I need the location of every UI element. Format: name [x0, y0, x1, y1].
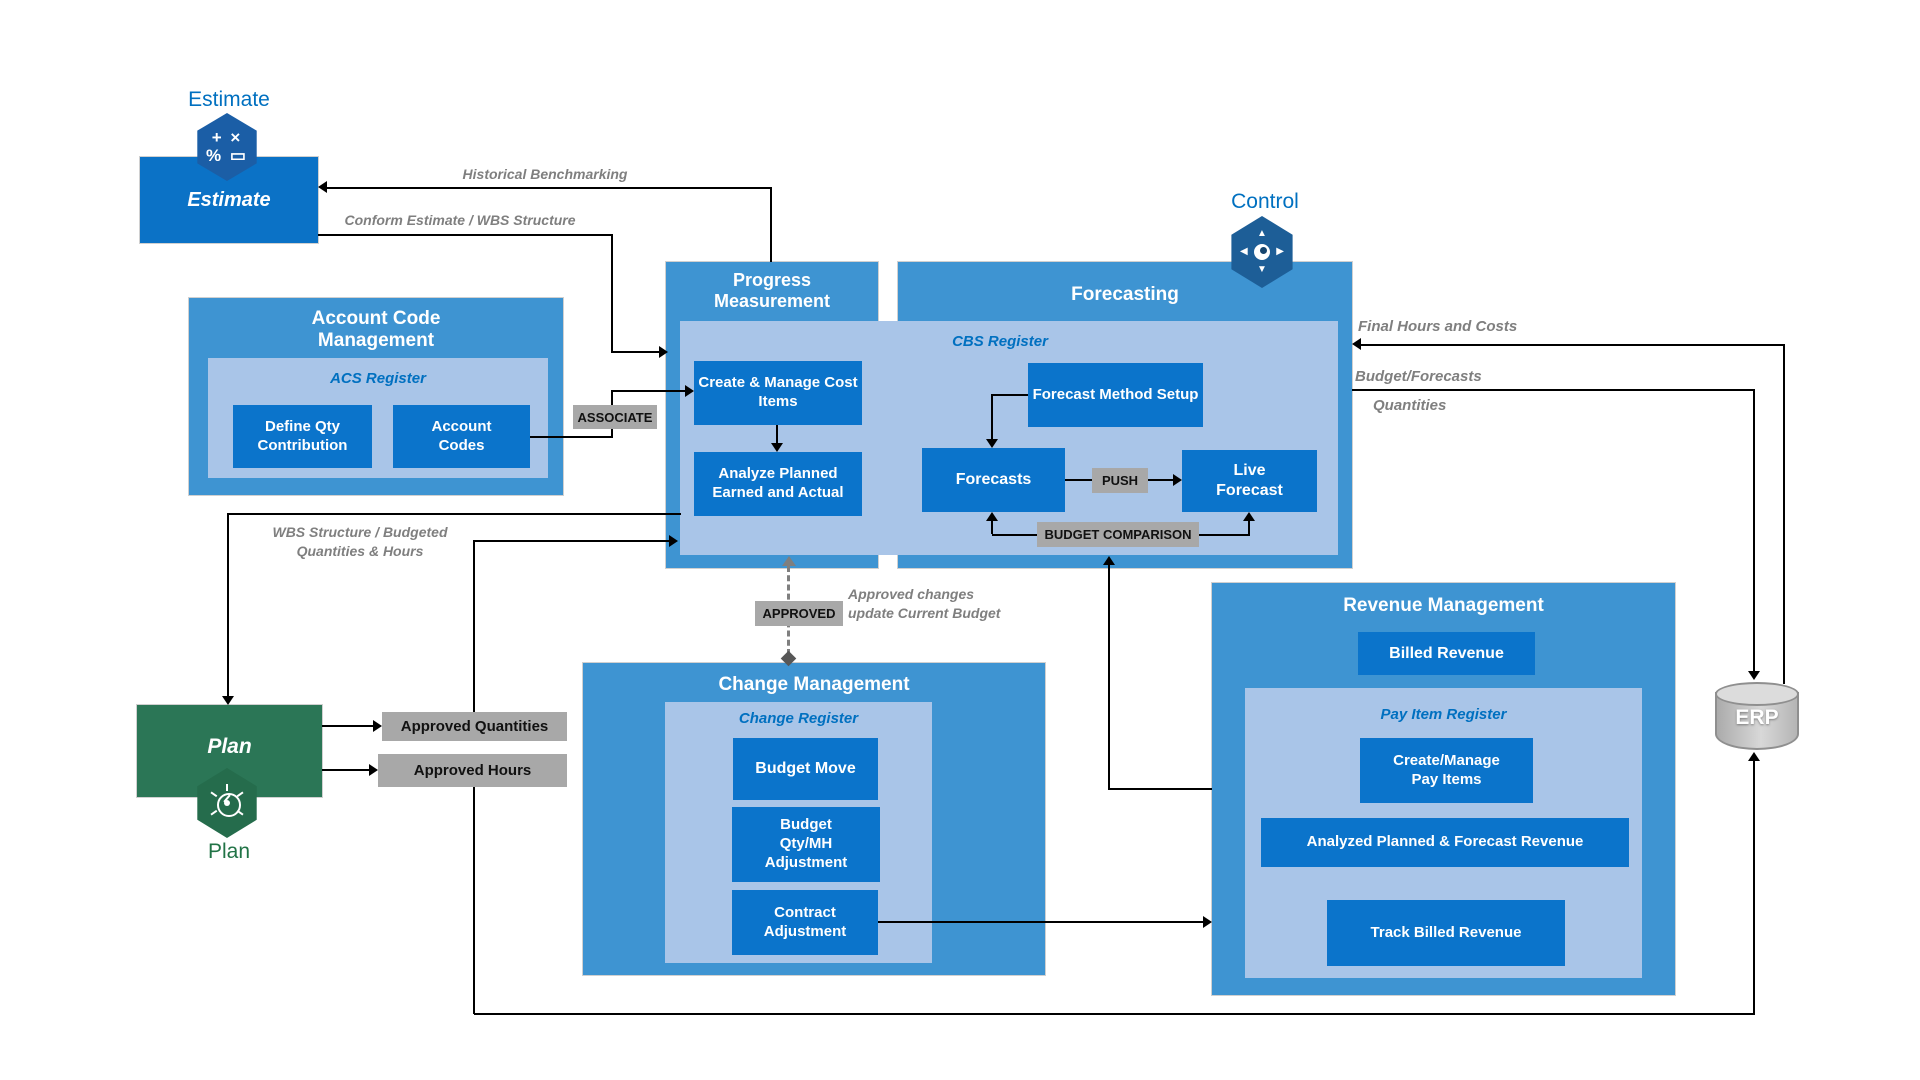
forecasts-box: Forecasts	[922, 448, 1065, 512]
contract-adjustment-box: Contract Adjustment	[732, 890, 878, 955]
conform-estimate-label: Conform Estimate / WBS Structure	[344, 212, 576, 228]
budget-comparison-tag: BUDGET COMPARISON	[1037, 522, 1199, 547]
arrowhead-wbs-plan	[222, 696, 234, 705]
connector-fms-h	[993, 394, 1028, 396]
connector-aq-h	[473, 540, 669, 542]
push-tag: PUSH	[1092, 468, 1148, 493]
change-management-title: Change Management	[718, 674, 910, 695]
account-code-management-title: Account Code Management	[311, 308, 441, 351]
connector-associate-h1	[530, 436, 613, 438]
connector-ah-v	[473, 787, 475, 1014]
connector-bc-left-v	[991, 521, 993, 534]
connector-budget-forecasts-h	[1352, 389, 1755, 391]
connector-wbs-v	[227, 513, 229, 696]
arrowhead-into-erp-bottom	[1748, 752, 1760, 761]
erp-label: ERP	[1735, 706, 1779, 729]
connector-revenue-forecasting-v	[1108, 565, 1110, 790]
pay-item-register-label: Pay Item Register	[1380, 706, 1507, 723]
connector-contract-revenue	[878, 921, 1203, 923]
live-forecast-box: Live Forecast	[1182, 450, 1317, 512]
wbs-structure-label-line1: WBS Structure / Budgeted	[272, 524, 448, 540]
change-register-label: Change Register	[738, 710, 859, 727]
approved-hours-box: Approved Hours	[378, 754, 567, 787]
analyzed-planned-forecast-revenue-box: Analyzed Planned & Forecast Revenue	[1261, 818, 1629, 867]
connector-historical	[327, 187, 772, 189]
arrowhead-contract-revenue	[1203, 916, 1212, 928]
track-billed-revenue-box: Track Billed Revenue	[1327, 900, 1565, 966]
estimate-app-label: Estimate	[188, 88, 270, 111]
connector-revenue-forecasting-h	[1110, 788, 1212, 790]
forecast-method-setup-box: Forecast Method Setup	[1028, 363, 1203, 427]
revenue-management-title: Revenue Management	[1343, 595, 1544, 616]
arrowhead-final-hours	[1352, 338, 1361, 350]
arrowhead-push	[1173, 474, 1182, 486]
forecasting-title: Forecasting	[1071, 284, 1179, 305]
arrowhead-revenue-forecasting	[1103, 556, 1115, 565]
connector-wbs-h	[229, 513, 681, 515]
connector-historical-v	[770, 187, 772, 262]
arrowhead-conform	[659, 346, 668, 358]
connector-conform-h1	[318, 234, 613, 236]
arrowhead-plan-ah	[369, 764, 378, 776]
connector-fms-v	[991, 394, 993, 439]
wbs-structure-label-line2: Quantities & Hours	[296, 543, 424, 559]
create-manage-cost-items-box: Create & Manage Cost Items	[694, 361, 862, 425]
connector-bottom-h	[474, 1013, 1755, 1015]
connector-final-hours-v	[1783, 344, 1785, 684]
plan-box-label: Plan	[207, 735, 252, 758]
budget-qty-mh-box: Budget Qty/MH Adjustment	[732, 807, 880, 882]
arrowhead-associate	[685, 385, 694, 397]
final-hours-label: Final Hours and Costs	[1358, 318, 1518, 335]
define-qty-contribution-box: Define Qty Contribution	[233, 405, 372, 468]
arrowhead-aq-pm	[669, 535, 678, 547]
analyze-planned-box: Analyze Planned Earned and Actual	[694, 452, 862, 516]
associate-tag: ASSOCIATE	[573, 405, 657, 429]
connector-plan-ah	[322, 769, 369, 771]
arrowhead-bc-live-forecast	[1243, 512, 1255, 521]
erp-cylinder-top	[1715, 682, 1799, 706]
cbs-register-label: CBS Register	[952, 333, 1048, 350]
arrowhead-approved	[782, 556, 796, 566]
budget-forecasts-label: Budget/Forecasts	[1355, 368, 1482, 385]
arrowhead-create-analyze	[771, 443, 783, 452]
progress-measurement-title: Progress Measurement	[713, 270, 831, 311]
quantities-label: Quantities	[1373, 397, 1447, 414]
approved-note-line2: update Current Budget	[848, 605, 1001, 621]
connector-final-hours-h	[1361, 344, 1785, 346]
historical-benchmarking-label: Historical Benchmarking	[462, 166, 628, 182]
arrowhead-historical	[318, 181, 327, 193]
arrowhead-plan-aq	[373, 720, 382, 732]
connector-bc-right-v	[1248, 521, 1250, 534]
create-manage-pay-items-box: Create/Manage Pay Items	[1360, 738, 1533, 803]
budget-move-box: Budget Move	[733, 738, 878, 800]
estimate-box-label: Estimate	[187, 189, 271, 211]
arrowhead-bc-forecasts	[986, 512, 998, 521]
connector-conform-h2	[611, 351, 659, 353]
approved-quantities-box: Approved Quantities	[382, 712, 567, 741]
acs-register-label: ACS Register	[330, 370, 426, 387]
connector-associate-h2	[611, 390, 685, 392]
connector-erp-bottom-v	[1753, 761, 1755, 1014]
arrowhead-fms-forecasts	[986, 439, 998, 448]
connector-create-analyze	[776, 425, 778, 443]
billed-revenue-box: Billed Revenue	[1358, 632, 1535, 675]
control-app-label: Control	[1231, 190, 1299, 213]
cbs-register-panel	[680, 321, 1338, 555]
connector-budget-forecasts-v	[1753, 389, 1755, 671]
connector-aq-v	[473, 540, 475, 712]
account-codes-box: Account Codes	[393, 405, 530, 468]
arrowhead-into-erp-top	[1748, 671, 1760, 680]
approved-note-line1: Approved changes	[848, 586, 975, 602]
plan-app-label: Plan	[207, 840, 251, 863]
approved-tag: APPROVED	[755, 601, 843, 626]
connector-plan-aq	[322, 725, 373, 727]
connector-conform-v	[611, 234, 613, 353]
